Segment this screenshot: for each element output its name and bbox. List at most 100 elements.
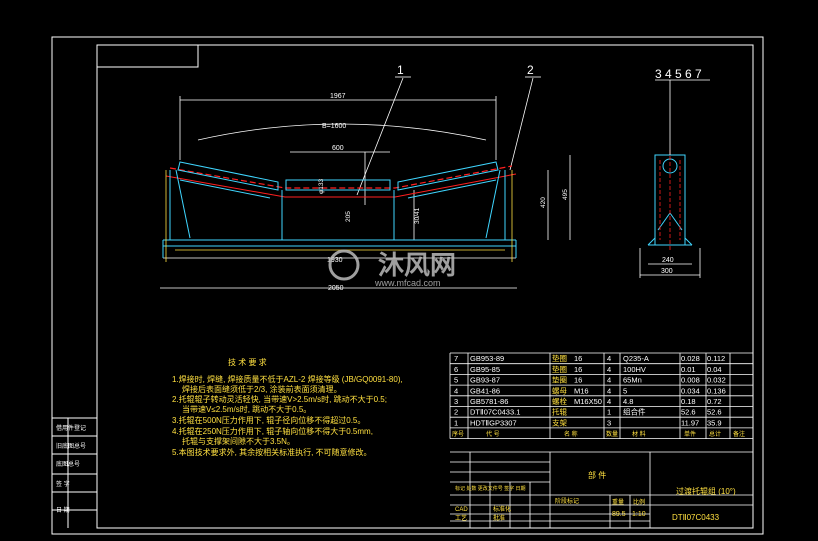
tb-approve: 批准 [493,514,505,522]
balloon-1: 1 [397,63,404,77]
drawing-name: 过渡托辊组 (10°) [676,486,736,496]
tb-scale-label: 比例 [633,498,645,506]
title-block [450,451,753,528]
bom-row-name: 托辊 [552,407,567,417]
bom-row-no: 2 [454,408,458,417]
balloon-group: 3 4 5 6 7 [655,67,702,81]
mfcad-logo: 沐风网 www.mfcad.com [328,249,456,288]
tech-line-1: 1.焊接时, 焊缝, 焊接质量不低于AZL-2 焊接等级 (JB/GQ0091-… [172,374,403,384]
tech-line-2: 焊接后表面缝须低于2/3, 涂装前表面须清理。 [182,384,342,394]
tech-line-4: 当带速V≤2.5m/s时, 跳动不大于0.5。 [182,404,311,414]
bom-row-unit-weight: 0.18 [681,397,696,406]
bom-row-name: 垫圈 [552,364,567,374]
bom-row-code: GB95-85 [470,365,500,374]
bom-row-no: 7 [454,354,458,363]
bom-row-unit-weight: 0.028 [681,354,700,363]
bom-row-code: GB41-86 [470,386,500,395]
logo-text: 沐风网 [378,250,456,280]
dim-belt-width: B=1600 [322,123,346,130]
bom-header-cell: 备注 [733,430,745,438]
bom-row-no: 6 [454,365,458,374]
bom-row-unit-weight: 0.034 [681,386,700,395]
tech-title: 技 术 要 求 [228,357,267,367]
bom-row-material: 100HV [623,365,646,374]
tb-weight: 89.5 [612,511,626,518]
strip-label-3: 底图总号 [56,460,80,468]
tech-line-7: 托辊与支撑架间隙不大于3.5N。 [182,436,295,446]
bom-row-no: 4 [454,386,458,395]
tb-standard: 标准化 [493,505,511,513]
strip-label-4: 签 字 [56,480,70,488]
dim-1967: 1967 [330,93,346,100]
bom-row-material: 组合件 [623,407,646,417]
dim-600: 600 [332,145,344,152]
tb-weight-label: 重量 [612,498,624,506]
bom-row-no: 3 [454,397,458,406]
bom-row-unit-weight: 0.01 [681,365,696,374]
side-view: 240 300 3 4 5 6 7 [639,67,710,278]
bom-row-qty: 4 [607,397,611,406]
front-view: 1967 B=1600 600 1930 2050 420 495 φ133 2… [160,63,571,292]
inner-frame [96,44,754,529]
bom-row-no: 1 [454,418,458,427]
balloon-2: 2 [527,63,534,77]
bom-header-cell: 数量 [606,430,618,438]
bom-header-cell: 材 料 [632,430,646,438]
tech-line-3: 2.托辊辊子转动灵活轻快, 当带速V>2.5m/s时, 跳动不大于0.5; [172,394,387,404]
bom-row-total-weight: 0.032 [707,376,726,385]
bom-row-unit-weight: 0.008 [681,376,700,385]
bom-row-no: 5 [454,376,458,385]
bom-row-qty: 3 [607,418,611,427]
bom-row-spec: 16 [574,365,582,374]
bom-row-total-weight: 52.6 [707,408,722,417]
tb-stage: 阶段标记 [555,497,579,505]
bom-header-cell: 总计 [709,430,721,438]
left-binding-strip [52,417,97,528]
bom-row-unit-weight: 52.6 [681,408,696,417]
bom-row-spec: M16X50 [574,397,602,406]
bom-row-qty: 4 [607,365,611,374]
bom-row-material: 4.8 [623,397,633,406]
dim-420: 420 [540,197,547,208]
dim-495: 495 [562,189,569,200]
bom-row-unit-weight: 11.97 [681,418,699,427]
bom-row-total-weight: 0.112 [707,354,725,363]
tb-scale: 1:10 [632,511,646,518]
tb-cad: CAD [455,507,468,513]
bom-row-spec: 16 [574,376,582,385]
dim-240: 240 [662,257,674,264]
tb-mark: 标记 处数 更改文件号 签字 日期 [455,485,526,492]
bom-row-spec: M16 [574,386,589,395]
bom-row-name: 螺母 [552,385,567,395]
bom-header-cell: 序号 [452,430,464,438]
logo-url: www.mfcad.com [374,278,441,288]
strip-label-1: 借用件登记 [56,424,86,432]
tech-line-8: 5.本图技术要求外, 其余按相关标准执行, 不可随意修改。 [172,447,372,457]
bom-row-name: 垫圈 [552,353,567,363]
dim-300: 300 [661,268,673,275]
bom-row-code: DTⅡ07C0433.1 [470,408,520,417]
bom-row-code: GB93-87 [470,376,500,385]
bom-row-total-weight: 0.72 [707,397,722,406]
dim-bearing: 30/41 [414,207,421,224]
tech-line-6: 4.托辊在250N压力作用下, 辊子轴向位移不得大于0.5mm, [172,426,373,436]
bom-row-qty: 4 [607,386,611,395]
bom-row-material: 65Mn [623,376,642,385]
drawing-number: DTⅡ07C0433 [672,513,720,522]
bom-row-qty: 4 [607,354,611,363]
dim-205: 205 [345,211,352,222]
bom-row-name: 螺栓 [552,396,567,406]
bom-row-name: 支架 [552,417,567,427]
bom-row-qty: 4 [607,376,611,385]
bom-row-code: GB953-89 [470,354,504,363]
strip-label-2: 旧底图总号 [56,442,86,450]
bom-row-code: HDTⅡGP3307 [470,418,517,427]
tech-line-5: 3.托辊在500N压力作用下, 辊子径向位移不得超过0.5。 [172,415,365,425]
bom-row-code: GB5781-86 [470,397,508,406]
technical-requirements: 技 术 要 求 1.焊接时, 焊缝, 焊接质量不低于AZL-2 焊接等级 (JB… [172,357,403,457]
bom-header-cell: 名 称 [564,430,578,438]
dim-2050: 2050 [328,285,344,292]
